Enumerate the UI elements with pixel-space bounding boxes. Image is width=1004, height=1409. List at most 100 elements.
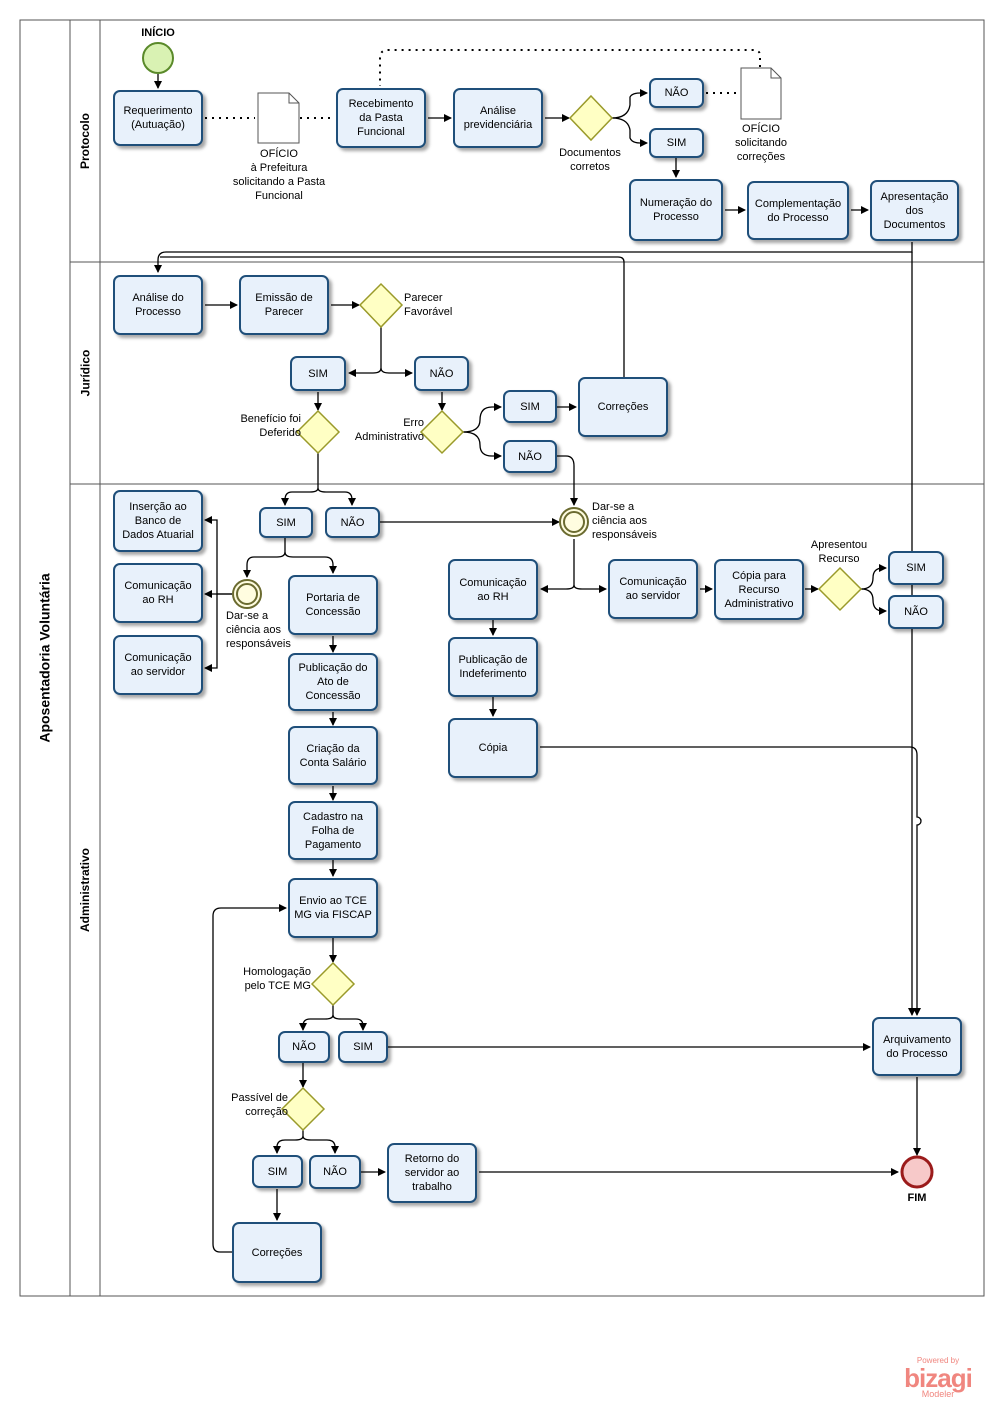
task-nao-parecer[interactable]: NÃO (414, 356, 469, 391)
task-sim-passivel[interactable]: SIM (252, 1155, 303, 1188)
flow-darse-serv (204, 594, 218, 672)
task-nao-passivel[interactable]: NÃO (309, 1155, 361, 1189)
flow-sim-split (243, 538, 286, 578)
flow-correcoes-envio (212, 904, 287, 1253)
task-requerimento[interactable]: Requerimento (Autuação) (113, 90, 203, 146)
lane-title-administrativo: Administrativo (78, 847, 93, 933)
lane-title-juridico: Jurídico (78, 349, 92, 397)
flow-homolog-split (299, 1005, 334, 1031)
task-sim-homologacao[interactable]: SIM (338, 1031, 388, 1063)
task-publicacao-indeferimento[interactable]: Publicação de Indeferimento (448, 637, 538, 697)
gateway-passivel (280, 1086, 326, 1132)
end-event-label: FIM (907, 1192, 927, 1204)
flow-darse-comserv (573, 584, 607, 593)
label-beneficio-deferido: Benefício foi Deferido (240, 413, 301, 439)
flow-recurso-sim (860, 564, 887, 590)
label-apresentou-recurso: Apresentou Recurso (810, 539, 868, 565)
flow-gw-nao-j1 (380, 367, 413, 377)
task-envio-tce[interactable]: Envio ao TCE MG via FISCAP (288, 878, 378, 938)
end-event (900, 1155, 934, 1189)
task-apresentacao[interactable]: Apresentação dos Documentos (870, 180, 959, 241)
label-oficio-correcoes: OFÍCIO solicitando correções (735, 123, 787, 163)
task-comunicacao-rh-2[interactable]: Comunicação ao RH (448, 559, 538, 620)
task-portaria-concessao[interactable]: Portaria de Concessão (288, 575, 378, 635)
task-complementacao[interactable]: Complementação do Processo (747, 181, 849, 240)
flow-gw-nao (611, 89, 648, 119)
data-object-oficio-prefeitura (257, 92, 300, 144)
flow-nao-darse (556, 455, 578, 506)
bizagi-logo: Powered by bizagi Modeler (896, 1356, 980, 1399)
task-publicacao-ato[interactable]: Publicação do Ato de Concessão (288, 653, 378, 711)
task-criacao-conta[interactable]: Criação da Conta Salário (288, 726, 378, 785)
pool-title: Aposentadoria Voluntária (37, 573, 54, 743)
flow-apresentacao-analise (154, 242, 913, 273)
task-copia[interactable]: Cópia (448, 718, 538, 778)
flow-beneficio-nao (317, 487, 356, 506)
flow-gw-sim-j1 (348, 327, 382, 377)
flow-gw-sim (611, 117, 648, 147)
flow-beneficio-split (281, 453, 319, 506)
flow-darse-comrh (540, 539, 575, 593)
task-sim-erro[interactable]: SIM (503, 390, 557, 423)
label-darse-ciencia-2: Dar-se a ciência aos responsáveis (592, 501, 657, 541)
task-cadastro-folha[interactable]: Cadastro na Folha de Pagamento (288, 801, 378, 860)
lane-title-protocolo: Protocolo (78, 113, 92, 169)
task-retorno-servidor[interactable]: Retorno do servidor ao trabalho (387, 1143, 477, 1203)
task-nao-homologacao[interactable]: NÃO (278, 1031, 330, 1063)
pool-frame (19, 19, 985, 1297)
label-documentos-corretos: Documentos corretos (559, 147, 621, 173)
task-analise-processo[interactable]: Análise do Processo (113, 275, 203, 335)
task-correcoes-administrativo[interactable]: Correções (232, 1222, 322, 1283)
flow-erro-sim (462, 403, 502, 433)
label-darse-ciencia-1: Dar-se a ciência aos responsáveis (226, 610, 291, 650)
task-nao-beneficio[interactable]: NÃO (325, 507, 380, 538)
task-numeracao[interactable]: Numeração do Processo (629, 179, 723, 241)
task-insercao-banco[interactable]: Inserção ao Banco de Dados Atuarial (113, 490, 203, 552)
flow-passivel-split (273, 1130, 304, 1154)
label-parecer-favoravel: Parecer Favorável (404, 292, 453, 318)
intermediate-event-1 (232, 579, 262, 609)
sequence-flows (154, 74, 922, 1253)
task-copia-recurso[interactable]: Cópia para Recurso Administrativo (714, 559, 804, 620)
task-recebimento-pasta[interactable]: Recebimento da Pasta Funcional (336, 88, 426, 148)
flow-correcoes-back (160, 256, 625, 377)
task-nao-erro[interactable]: NÃO (503, 440, 557, 473)
task-nao-documentos[interactable]: NÃO (649, 78, 704, 108)
task-comunicacao-servidor-1[interactable]: Comunicação ao servidor (113, 635, 203, 695)
task-comunicacao-rh-1[interactable]: Comunicação ao RH (113, 563, 203, 623)
intermediate-event-2 (559, 507, 589, 537)
associations (205, 49, 761, 119)
flow-sim-portaria (284, 551, 337, 574)
task-sim-documentos[interactable]: SIM (649, 128, 704, 158)
flow-passivel-nao (302, 1135, 339, 1154)
brand-name-text: bizagi (904, 1363, 973, 1393)
brand-powered-text: Powered by (916, 1356, 960, 1365)
flow-darse-insercao (204, 516, 232, 595)
task-correcoes-juridico[interactable]: Correções (578, 377, 668, 437)
task-sim-beneficio[interactable]: SIM (259, 507, 313, 538)
flow-copia-arquivamento (540, 746, 922, 1016)
task-sim-parecer[interactable]: SIM (290, 356, 346, 391)
task-nao-recurso[interactable]: NÃO (888, 595, 944, 629)
gateway-recurso (817, 566, 863, 612)
label-homologacao: Homologação pelo TCE MG (243, 966, 311, 992)
flow-erro-nao (462, 431, 502, 460)
task-sim-recurso[interactable]: SIM (888, 551, 944, 585)
task-arquivamento[interactable]: Arquivamento do Processo (872, 1017, 962, 1076)
start-event (142, 42, 174, 74)
flow-homolog-sim (332, 1014, 367, 1031)
task-emissao-parecer[interactable]: Emissão de Parecer (239, 275, 329, 335)
brand-product-text: Modeler (921, 1389, 955, 1399)
task-comunicacao-servidor-2[interactable]: Comunicação ao servidor (608, 559, 698, 619)
data-object-oficio-correcoes (740, 67, 782, 120)
assoc-oficio-recebimento-back (379, 49, 761, 86)
flow-recurso-nao (860, 588, 887, 615)
gateway-homologacao (310, 961, 356, 1007)
gateway-beneficio (295, 409, 341, 455)
task-analise-previdenciaria[interactable]: Análise previdenciária (453, 88, 543, 148)
gateway-documentos (568, 94, 614, 142)
start-event-label: INÍCIO (141, 27, 175, 39)
gateway-erro (419, 409, 465, 455)
